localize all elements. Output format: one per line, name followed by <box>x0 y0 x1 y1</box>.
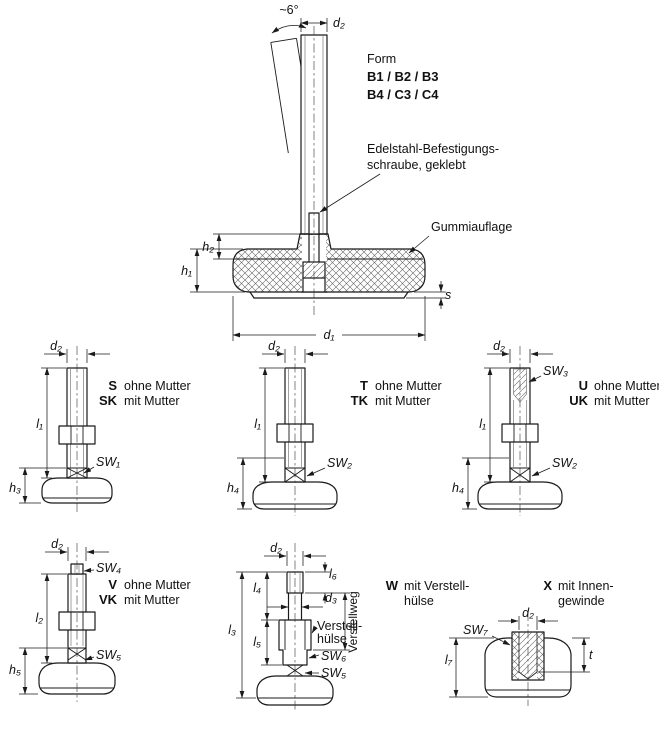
x-desc-line1: mit Innen- <box>558 579 614 593</box>
w-d2-label: d₂ <box>270 541 282 555</box>
v-desc: ohne Mutter <box>124 578 191 592</box>
v-sw4-label: SW₄ <box>96 561 121 575</box>
w-desc-line1: mit Verstell- <box>404 579 469 593</box>
angle-label: ~6° <box>279 3 298 17</box>
t-code: T <box>360 378 368 393</box>
w-l5-label: l₅ <box>253 635 261 649</box>
main-d1-label: d₁ <box>324 328 335 342</box>
tk-desc: mit Mutter <box>375 394 431 408</box>
w-l3-label: l₃ <box>228 623 236 637</box>
form-title: Form <box>367 52 396 66</box>
x-l7-label: l₇ <box>445 653 453 667</box>
uk-desc: mit Mutter <box>594 394 650 408</box>
x-code: X <box>543 578 552 593</box>
sk-desc: mit Mutter <box>124 394 180 408</box>
variant-u-drawing: d₂ SW₃ U ohne Mutter UK mit Mutter l₁ SW… <box>452 339 659 516</box>
s-code: S <box>108 378 117 393</box>
w-sw6-label: SW₆ <box>321 649 346 663</box>
vk-desc: mit Mutter <box>124 593 180 607</box>
t-l1-label: l₁ <box>254 417 261 431</box>
t-sw2-label: SW₂ <box>327 456 352 470</box>
main-h1-label: h₁ <box>181 264 192 278</box>
rubber-leader <box>408 235 430 254</box>
angle-dimension <box>271 23 307 34</box>
u-l1-label: l₁ <box>479 417 486 431</box>
variant-s-drawing: d₂ S ohne Mutter SK mit Mutter l₁ SW₁ h₃ <box>9 339 191 512</box>
w-l6-label: l₆ <box>329 567 337 581</box>
x-sw7-label: SW₇ <box>463 623 488 637</box>
w-sleeve-note-line1: Verstell- <box>317 619 362 633</box>
w-travel-label: Verstellweg <box>346 591 360 652</box>
screw-note-line2: schraube, geklebt <box>367 158 466 172</box>
s-l1-label: l₁ <box>36 417 43 431</box>
tk-code: TK <box>351 393 369 408</box>
s-h3-label: h₃ <box>9 481 21 495</box>
main-h2-label: h₂ <box>202 240 214 254</box>
w-d3-label: d₃ <box>325 591 337 605</box>
t-d2-label: d₂ <box>268 339 280 353</box>
variant-w-drawing: d₂ l₆ d₃ Verstellweg l₄ l₅ l₃ Verstell- … <box>228 541 469 712</box>
w-sleeve-leader <box>311 625 318 634</box>
t-foot-base <box>252 481 338 510</box>
main-d2-label: d₂ <box>333 16 345 30</box>
main-drawing: ~6° d₂ Form B1 / B2 / B3 B4 / C3 / C4 Ed… <box>181 3 512 342</box>
rubber-note: Gummiauflage <box>431 220 512 234</box>
u-sw3-label: SW₃ <box>543 364 568 378</box>
v-h5-label: h₅ <box>9 663 21 677</box>
screw-leader <box>319 173 381 213</box>
s-desc: ohne Mutter <box>124 379 191 393</box>
x-desc-line2: gewinde <box>558 594 605 608</box>
v-d2-label: d₂ <box>51 537 63 551</box>
uk-code: UK <box>569 393 588 408</box>
w-desc-line2: hülse <box>404 594 434 608</box>
u-h4-label: h₄ <box>452 481 464 495</box>
w-sw5-label: SW₅ <box>321 666 346 680</box>
v-code: V <box>108 577 117 592</box>
u-code: U <box>579 378 588 393</box>
w-l4-label: l₄ <box>253 581 261 595</box>
u-d2-label: d₂ <box>493 339 505 353</box>
u-foot-base <box>477 481 563 510</box>
w-code: W <box>386 578 399 593</box>
foot-base-section <box>232 233 426 293</box>
main-s-label: s <box>445 288 451 302</box>
x-t-label: t <box>589 648 593 662</box>
t-desc: ohne Mutter <box>375 379 442 393</box>
form-types-row1: B1 / B2 / B3 <box>367 69 439 84</box>
u-sw2-label: SW₂ <box>552 456 577 470</box>
s-sw1-label: SW₁ <box>96 455 120 469</box>
variant-x-drawing: d₂ SW₇ t l₇ X mit Innen- gewinde <box>445 578 614 706</box>
screw-note-line1: Edelstahl-Befestigungs- <box>367 142 499 156</box>
form-types-row2: B4 / C3 / C4 <box>367 87 439 102</box>
s-d2-label: d₂ <box>50 339 62 353</box>
v-sw5-label: SW₅ <box>96 648 121 662</box>
w-sleeve-note-line2: hülse <box>317 632 347 646</box>
vk-code: VK <box>99 592 118 607</box>
u-desc: ohne Mutter <box>594 379 659 393</box>
variant-v-drawing: d₂ SW₄ V ohne Mutter VK mit Mutter l₂ SW… <box>9 537 191 702</box>
t-h4-label: h₄ <box>227 481 239 495</box>
v-l2-label: l₂ <box>35 611 43 625</box>
sk-code: SK <box>99 393 118 408</box>
variant-t-drawing: d₂ T ohne Mutter TK mit Mutter l₁ SW₂ h₄ <box>227 339 442 516</box>
